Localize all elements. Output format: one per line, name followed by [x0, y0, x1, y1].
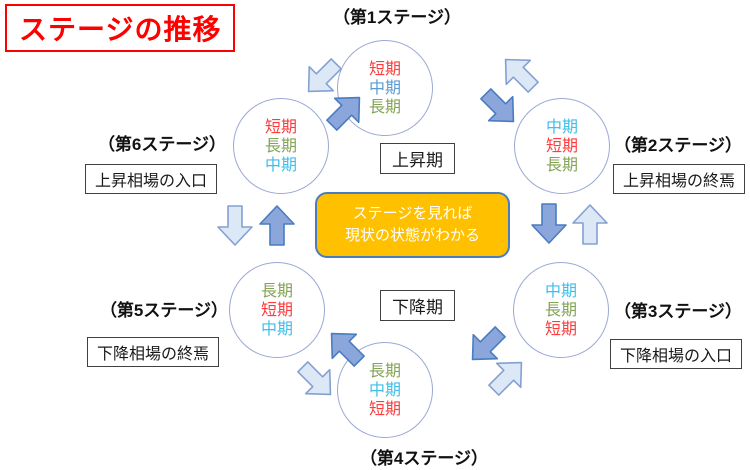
center-message-box: ステージを見れば 現状の状態がわかる: [315, 192, 510, 258]
arrow-stage5-to-stage6-icon: [259, 205, 295, 246]
stage-5-term-1: 長期: [260, 282, 293, 300]
stage-1-term-1: 短期: [368, 60, 401, 78]
phase-down-box: 下降期: [380, 290, 455, 321]
stage-6-term-3: 中期: [264, 156, 297, 174]
stage-2-term-2: 短期: [545, 137, 578, 155]
stage-3-label: （第3ステージ）: [613, 302, 743, 321]
stage-3-circle: 中期 長期 短期: [513, 262, 609, 358]
stage-6-term-1: 短期: [264, 118, 297, 136]
stage-4-term-1: 長期: [368, 362, 401, 380]
stage-1-circle: 短期 中期 長期: [337, 40, 433, 136]
arrow-stage4-to-stage5-icon: [318, 320, 372, 374]
stage-6-label: （第6ステージ）: [97, 135, 227, 154]
stage-1-term-2: 中期: [368, 79, 401, 97]
arrow-stage1-to-stage6-icon: [295, 51, 349, 105]
stage-6-term-2: 長期: [264, 137, 297, 155]
stage-5-note: 下降相場の終焉: [87, 337, 220, 367]
stage-4-circle: 長期 中期 短期: [337, 342, 433, 438]
stage-3-term-2: 長期: [544, 301, 577, 319]
stage-6-circle: 短期 長期 中期: [233, 98, 329, 194]
stage-3-note: 下降相場の入口: [610, 339, 743, 369]
stage-2-term-1: 中期: [545, 118, 578, 136]
stage-2-label: （第2ステージ）: [613, 136, 743, 155]
stage-5-term-2: 短期: [260, 301, 293, 319]
stage-4-term-2: 中期: [368, 381, 401, 399]
stage-4-term-3: 短期: [368, 400, 401, 418]
arrow-stage2-to-stage3-icon: [531, 203, 567, 244]
page-title: ステージの推移: [5, 4, 236, 52]
stage-1-term-3: 長期: [368, 98, 401, 116]
arrow-stage2-to-stage1-icon: [492, 46, 546, 100]
arrow-stage1-to-stage2-icon: [473, 81, 527, 135]
stage-5-circle: 長期 短期 中期: [229, 262, 325, 358]
stage-4-label: （第4ステージ）: [359, 449, 489, 468]
arrow-stage4-to-stage3-icon: [481, 349, 535, 403]
stage-2-note: 上昇相場の終焉: [613, 164, 746, 194]
stage-2-term-3: 長期: [545, 156, 578, 174]
stage-6-note: 上昇相場の入口: [85, 164, 218, 194]
stage-3-term-1: 中期: [544, 282, 577, 300]
phase-up-box: 上昇期: [380, 143, 455, 174]
arrow-stage6-to-stage1-icon: [319, 84, 373, 138]
center-message-line1: ステージを見れば: [352, 205, 473, 222]
arrow-stage6-to-stage5-icon: [217, 205, 253, 246]
stage-2-circle: 中期 短期 長期: [514, 98, 610, 194]
arrow-stage5-to-stage4-icon: [290, 354, 344, 408]
stage-5-term-3: 中期: [260, 320, 293, 338]
stage-1-label: （第1ステージ）: [332, 8, 462, 27]
center-message-line2: 現状の状態がわかる: [344, 227, 480, 244]
stage-5-label: （第5ステージ）: [99, 301, 229, 320]
arrow-stage3-to-stage2-icon: [572, 204, 608, 245]
stage-3-term-3: 短期: [544, 320, 577, 338]
arrow-stage3-to-stage4-icon: [459, 319, 513, 373]
